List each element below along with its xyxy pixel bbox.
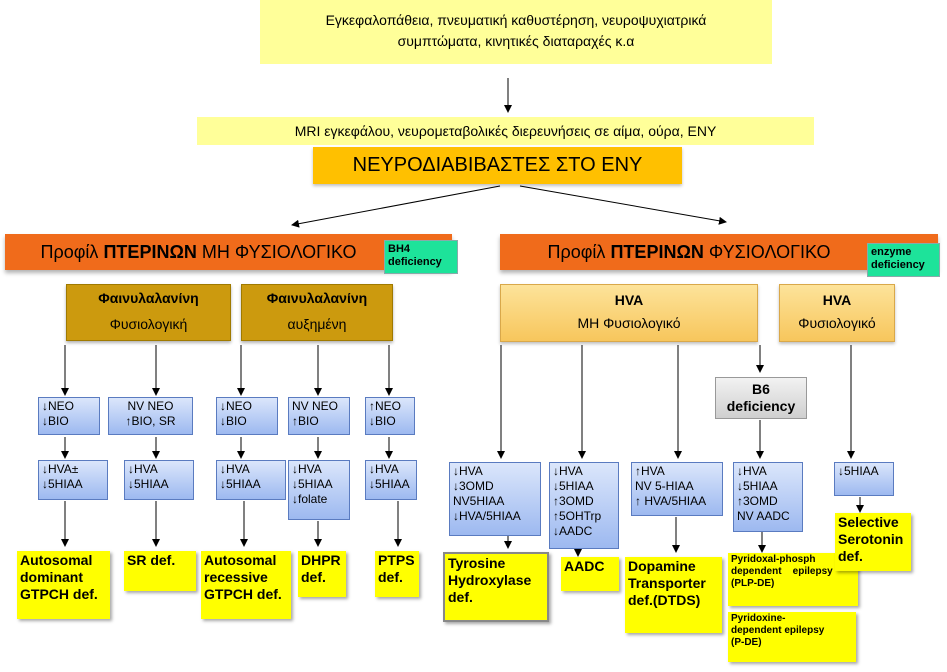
diagnosis-box: Autosomal dominant GTPCH def. [17,551,110,619]
pterin-profile-suffix: ΜΗ ΦΥΣΙΟΛΟΓΙΚΟ [196,242,357,262]
pde-epilepsy-box: Pyridoxine- dependent epilepsy (P-DE) [728,612,856,662]
pterin-profile-suffix: ΦΥΣΙΟΛΟΓΙΚΟ [703,242,831,262]
diagnosis-box: SR def. [124,551,196,591]
pterin-box: ↓NEO ↓BIO [216,397,278,435]
pterin-profile-bold: ΠΤΕΡΙΝΩΝ [610,242,704,262]
pterin-box: NV NEO ↑BIO [288,397,350,435]
plp-epilepsy-box: Pyridoxal-phosph dependent epilepsy (PLP… [728,553,858,606]
phe-sub: αυξημένη [287,316,347,332]
phenylalanine-normal-box: Φαινυλαλανίνη Φυσιολογική [66,284,231,341]
hva-result-box: ↓HVA ↓5HIAA ↓folate [288,460,350,520]
hva-result-box: ↓HVA ↓5HIAA [216,460,286,500]
hva-title: HVA [822,292,852,308]
neurotransmitters-csf-box: ΝΕΥΡΟΔΙΑΒΙΒΑΣΤΕΣ ΣΤΟ ΕΝΥ [313,147,682,184]
symptoms-line-1: Εγκεφαλοπάθεια, πνευματική καθυστέρηση, … [325,12,707,28]
phenylalanine-high-box: Φαινυλαλανίνη αυξημένη [241,284,393,341]
diagnosis-box: Autosomal recessive GTPCH def. [201,551,291,619]
diagnosis-box: AADC [561,557,619,591]
phe-title: Φαινυλαλανίνη [98,290,199,306]
hva-sub: Φυσιολογικό [798,315,876,331]
hva-title: HVA [614,292,644,308]
pterin-profile-bold: ΠΤΕΡΙΝΩΝ [103,242,197,262]
pterin-box: NV NEO ↑BIO, SR [108,397,193,435]
symptoms-box: Εγκεφαλοπάθεια, πνευματική καθυστέρηση, … [260,0,772,64]
diagnosis-box: DHPR def. [298,551,346,597]
hva-result-box: ↓HVA ↓5HIAA ↑3OMD ↑5OHTrp ↓AADC [549,462,619,549]
phe-sub: Φυσιολογική [109,316,188,332]
symptoms-line-2: συμπτώματα, κινητικές διαταραχές κ.α [397,33,635,49]
b6-deficiency-box: B6 deficiency [715,377,807,419]
hva-result-box: ↑HVA NV 5-HIAA ↑ HVA/5HIAA [631,462,723,516]
hva-sub: ΜΗ Φυσιολογικό [577,315,681,331]
enzyme-deficiency-tag: enzyme deficiency [867,243,940,277]
hva-result-box: ↓HVA ↓5HIAA [365,460,417,500]
hva-result-box: ↓5HIAA [834,462,894,496]
hva-result-box: ↓HVA ↓5HIAA ↑3OMD NV AADC [733,462,803,532]
bh4-deficiency-tag: BH4 deficiency [384,240,458,274]
pterin-profile-normal: Προφίλ ΠΤΕΡΙΝΩΝ ΦΥΣΙΟΛΟΓΙΚΟ [500,234,938,270]
pterin-box: ↑NEO ↓BIO [365,397,415,435]
pterin-box: ↓NEO ↓BIO [38,397,100,435]
diagnosis-box: Dopamine Transporter def.(DTDS) [625,557,722,633]
pterin-profile-prefix: Προφίλ [547,242,611,262]
pterin-profile-abnormal: Προφίλ ΠΤΕΡΙΝΩΝ ΜΗ ΦΥΣΙΟΛΟΓΙΚΟ [5,234,452,270]
diagnosis-box: Selective Serotonin def. [835,513,911,571]
mri-box: MRI εγκεφάλου, νευρομεταβολικές διερευνή… [197,117,814,145]
hva-result-box: ↓HVA± ↓5HIAA [38,460,108,500]
diagnosis-box: Tyrosine Hydroxylase def. [443,552,549,622]
diagnosis-box: PTPS def. [375,551,419,597]
hva-abnormal-box: HVA ΜΗ Φυσιολογικό [500,284,758,342]
pterin-profile-prefix: Προφίλ [40,242,104,262]
hva-result-box: ↓HVA ↓5HIAA [124,460,194,500]
hva-result-box: ↓HVA ↓3OMD NV5HIAA ↓HVA/5HIAA [449,462,541,536]
phe-title: Φαινυλαλανίνη [266,290,368,306]
hva-normal-box: HVA Φυσιολογικό [779,284,895,342]
